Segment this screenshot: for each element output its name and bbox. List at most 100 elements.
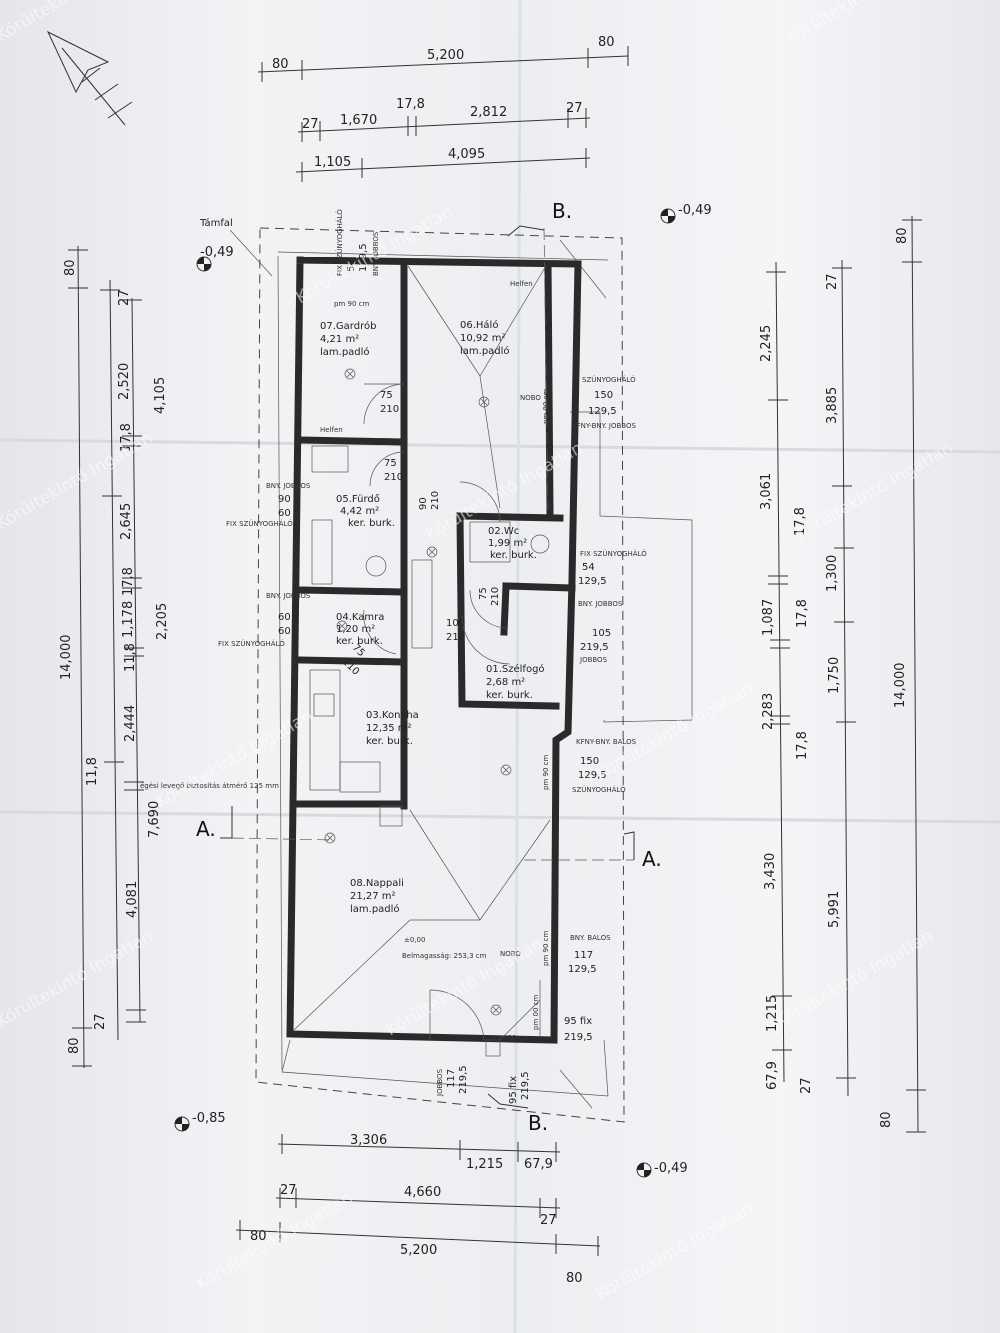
dim-left-80-bottom: 80 (67, 1037, 82, 1054)
dim-left-27-bottom: 27 (93, 1013, 108, 1030)
dim-right-17-8-b: 17,8 (795, 599, 810, 628)
svg-text:219,5: 219,5 (580, 642, 609, 653)
dim-right-5991: 5,991 (827, 891, 842, 928)
window-bottom-fix: 95 fix 219,5 (508, 1071, 531, 1104)
shower-tray (311, 445, 349, 473)
kitchen-sink (313, 693, 335, 717)
chimney (379, 805, 403, 827)
level-marker-icon (196, 256, 212, 272)
left-dimensions: 80 14,000 80 4,105 2,205 7,690 27 2,520 … (59, 245, 170, 1069)
svg-text:04.Kamra: 04.Kamra (336, 612, 384, 623)
section-a-left: A. (196, 817, 216, 841)
watermark: Körültekintő Ingatlan (593, 678, 757, 784)
dim-right-17-8-c: 17,8 (795, 731, 810, 760)
section-b-top: B. (552, 199, 572, 223)
room-02-wc: 02.Wc 1,99 m² ker. burk. (488, 526, 537, 561)
dim-top-4095: 4,095 (448, 147, 485, 162)
level-markers: -0,49 -0,49 -0,85 -0,49 (174, 203, 712, 1178)
svg-text:60: 60 (278, 612, 291, 623)
svg-text:SZÚNYOGHÁLÓ: SZÚNYOGHÁLÓ (572, 785, 626, 794)
dim-bottom-80-left: 80 (250, 1229, 267, 1244)
dim-right-2283: 2,283 (761, 693, 776, 730)
dim-bottom-80-right: 80 (566, 1271, 583, 1286)
room-labels: 07.Gardrób 4,21 m² lam.padló 06.Háló 10,… (320, 319, 545, 915)
dim-right-2245: 2,245 (759, 325, 774, 362)
svg-text:KFNY-BNY. JOBBOS: KFNY-BNY. JOBBOS (572, 422, 636, 430)
window-nappali-east: BNY. BALOS 117 129,5 (568, 934, 611, 975)
dim-right-14000: 14,000 (893, 663, 908, 709)
watermark: Körültekintő Ingatlan (783, 0, 947, 48)
svg-text:ker. burk.: ker. burk. (486, 690, 533, 701)
door-gardrob-h: 210 (380, 404, 399, 415)
window-labels: FIX SZÚNYOGHÁLÓ 54 129,5 BNY. JOBBOS SZÚ… (218, 209, 647, 1104)
note-pm-halo: pm 90 cm (542, 389, 550, 424)
level-top-left: -0,49 (200, 245, 234, 260)
svg-text:219,5: 219,5 (520, 1071, 531, 1100)
section-markers: B. B. A. A. (196, 199, 662, 1135)
note-pm00: pm 00 cm (532, 995, 540, 1030)
light-fixtures (324, 368, 512, 1016)
dim-left-2645: 2,645 (119, 503, 134, 540)
dim-top-1670: 1,670 (340, 113, 377, 128)
right-dimensions: 80 14,000 80 3,885 1,300 1,750 5,991 27 … (759, 215, 926, 1133)
wc-shower (469, 521, 511, 563)
level-marker-icon (174, 1116, 190, 1132)
dim-left-2444: 2,444 (123, 705, 138, 742)
dim-right-27-bottom: 27 (799, 1077, 814, 1094)
level-bottom-left: -0,85 (192, 1111, 226, 1126)
dim-left-17-8-a: 17,8 (119, 423, 134, 452)
dim-bottom-4660: 4,660 (404, 1185, 441, 1200)
dim-left-80-top: 80 (63, 259, 78, 276)
dim-top-80-left: 80 (272, 57, 289, 72)
svg-text:60: 60 (278, 508, 291, 519)
svg-text:129,5: 129,5 (578, 770, 607, 781)
building-walls (286, 256, 582, 1044)
svg-text:FIX SZÚNYOGHÁLÓ: FIX SZÚNYOGHÁLÓ (335, 209, 344, 276)
level-marker-icon (636, 1162, 652, 1178)
room-07-gardrob: 07.Gardrób 4,21 m² lam.padló (320, 320, 376, 358)
room-04-kamra: 04.Kamra 1,20 m² ker. burk. (336, 612, 384, 647)
note-nobo-nappali: NOBO (500, 950, 521, 958)
svg-text:95 fix: 95 fix (564, 1016, 592, 1027)
svg-text:10,92 m²: 10,92 m² (460, 333, 506, 344)
top-dimensions: 80 5,200 80 27 1,670 17,8 2,812 27 1,105… (257, 35, 629, 182)
svg-text:03.Konyha: 03.Konyha (366, 710, 419, 721)
svg-text:117: 117 (574, 950, 593, 961)
door-wc-h: 210 (490, 587, 501, 606)
svg-text:BNY. JOBBOS: BNY. JOBBOS (578, 600, 623, 608)
window-hall-east: KFNY-BNY. BALOS 150 129,5 SZÚNYOGHÁLÓ (572, 738, 637, 794)
dim-left-17-8-b: 17,8 (121, 567, 136, 596)
svg-text:4,21 m²: 4,21 m² (320, 334, 359, 345)
watermark: Körültekintő Ingatlan (0, 926, 156, 1032)
fixtures (293, 265, 551, 1057)
svg-text:ker. burk.: ker. burk. (490, 550, 537, 561)
svg-text:129,5: 129,5 (568, 964, 597, 975)
watermark: Körültekintő Ingatlan (193, 1188, 357, 1294)
window-bottom-door: JOBBOS 117 219,5 (436, 1065, 469, 1097)
bottom-dimensions: 3,306 1,215 67,9 27 4,660 27 80 5,200 80 (235, 1133, 601, 1286)
dim-right-67-9: 67,9 (765, 1061, 780, 1090)
door-szelfogo-h: 210 (446, 632, 465, 643)
svg-text:FIX SZÚNYOGHÁLÓ: FIX SZÚNYOGHÁLÓ (218, 639, 285, 648)
svg-text:ker. burk.: ker. burk. (366, 736, 413, 747)
svg-text:1,20 m²: 1,20 m² (336, 624, 375, 635)
dim-right-80-top: 80 (895, 227, 910, 244)
window-wc-east: FIX SZÚNYOGHÁLÓ 54 129,5 BNY. JOBBOS (578, 549, 647, 608)
wc-toilet (530, 534, 550, 554)
svg-text:06.Háló: 06.Háló (460, 319, 498, 331)
svg-text:lam.padló: lam.padló (460, 345, 510, 357)
dim-left-11-8-b: 11,8 (85, 757, 100, 786)
svg-text:BNY. BALOS: BNY. BALOS (570, 934, 611, 942)
watermark: Körültekintő Ingatlan (593, 1198, 757, 1304)
svg-text:KFNY-BNY. BALOS: KFNY-BNY. BALOS (576, 738, 637, 746)
dim-right-3885: 3,885 (825, 387, 840, 424)
svg-text:07.Gardrób: 07.Gardrób (320, 320, 376, 332)
room-01-szelfogo: 01.Szélfogó 2,68 m² ker. burk. (486, 663, 545, 701)
watermark: Körültekintő Ingatlan (793, 438, 957, 544)
window-kamra-west: BNY. JOBBOS 60 60 FIX SZÚNYOGHÁLÓ (218, 592, 311, 648)
svg-text:JOBBOS: JOBBOS (436, 1068, 444, 1097)
svg-text:129,5: 129,5 (358, 243, 369, 272)
kitchen-stove (339, 761, 381, 793)
svg-text:4,42 m²: 4,42 m² (340, 506, 379, 517)
dim-top-1105: 1,105 (314, 155, 351, 170)
